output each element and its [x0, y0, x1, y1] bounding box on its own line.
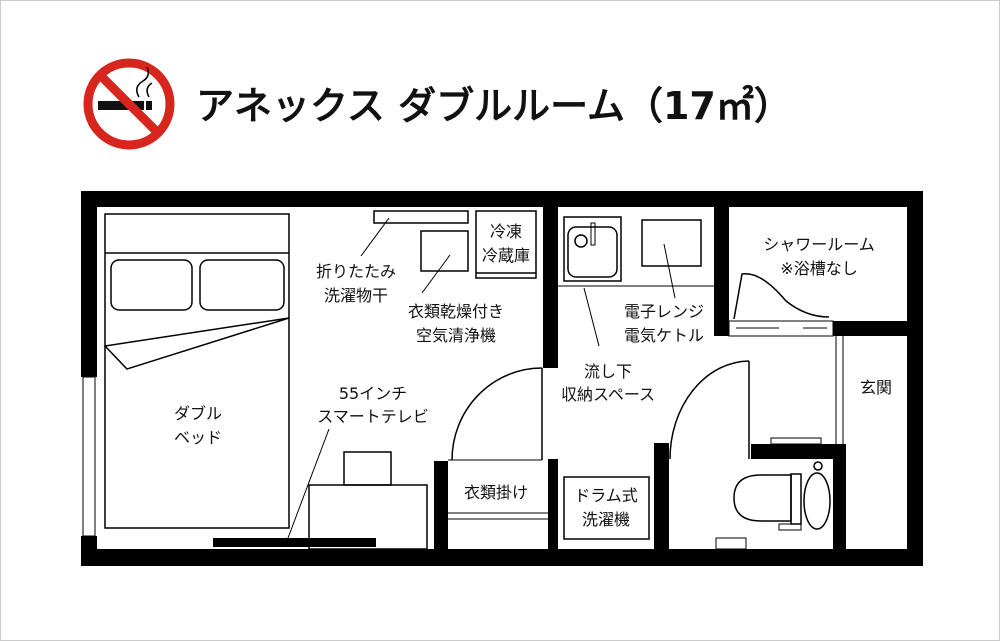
no-smoking-icon [83, 58, 175, 150]
air-purifier-label: 衣類乾燥付き空気清浄機 [408, 302, 504, 345]
leader-line [360, 217, 390, 257]
tv [213, 538, 376, 547]
fridge [475, 210, 537, 279]
drying-rack [373, 210, 469, 224]
double-bed [103, 213, 290, 529]
toilet-door[interactable] [669, 360, 822, 460]
leader-line [287, 428, 330, 539]
shower-label: シャワールーム※浴槽なし [763, 235, 875, 278]
closet-label: 衣類掛け [464, 483, 528, 502]
washer [563, 476, 650, 540]
washer-label: ドラム式洗濯機 [574, 486, 638, 529]
microwave-label: 電子レンジ電気ケトル [624, 302, 704, 345]
air-purifier [420, 230, 469, 272]
page-title: アネックス ダブルルーム（17㎡） [196, 84, 792, 128]
leader-line [663, 243, 676, 299]
drying-rack-label: 折りたたみ洗濯物干 [316, 262, 396, 305]
double-bed-label: ダブルベッド [174, 404, 222, 447]
door[interactable] [451, 367, 543, 461]
fridge-label: 冷凍冷蔵庫 [482, 222, 530, 265]
microwave [641, 219, 702, 267]
closet [448, 459, 548, 520]
entrance-label: 玄関 [860, 378, 892, 397]
leader-line [583, 287, 600, 347]
leader-line [421, 254, 451, 294]
sink [563, 216, 622, 282]
tv-label: 55インチスマートテレビ [317, 384, 429, 426]
sink-storage-label: 流し下収納スペース [561, 362, 655, 404]
chair [343, 451, 392, 486]
walls [81, 191, 923, 566]
shower-door[interactable] [728, 273, 834, 337]
toilet [715, 461, 831, 550]
entrance-step [835, 336, 844, 444]
window [82, 376, 96, 537]
